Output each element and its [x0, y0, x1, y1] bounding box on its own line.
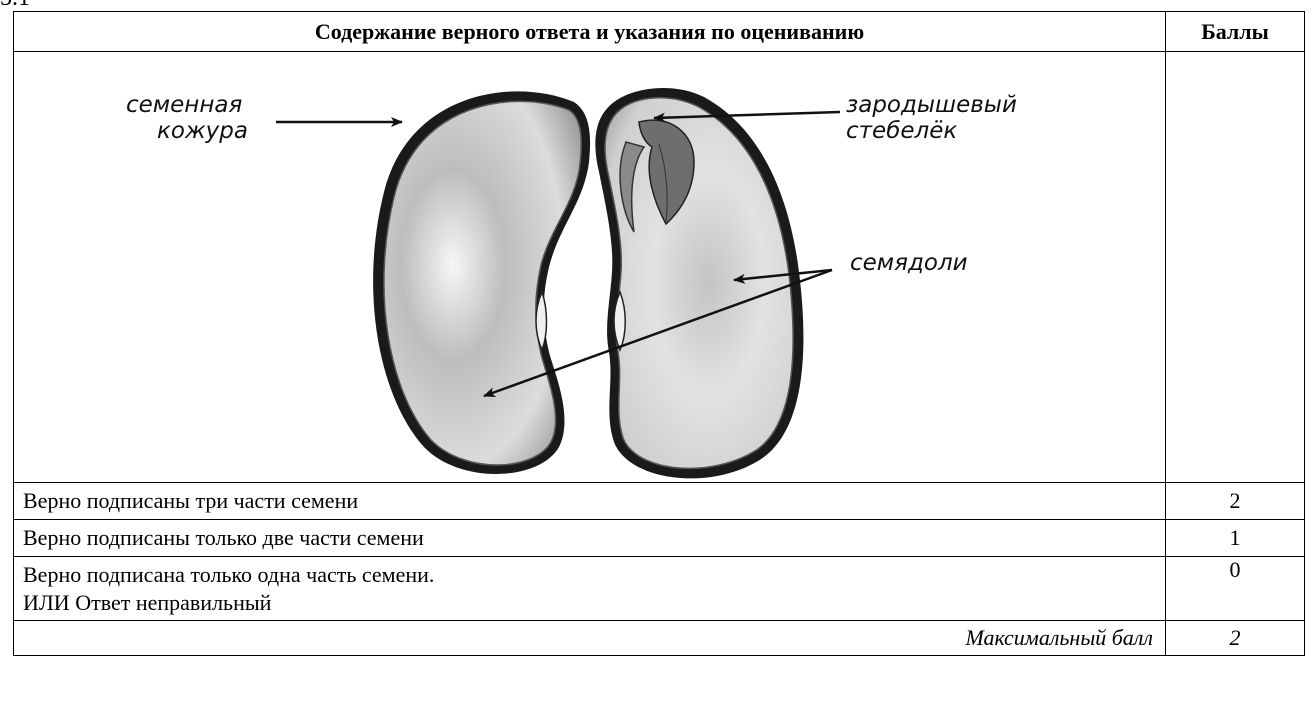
label-seed-coat-line1: семенная — [126, 92, 242, 118]
criterion-score: 2 — [1166, 483, 1305, 520]
points-column-header: Баллы — [1166, 12, 1305, 52]
left-seed-half — [373, 91, 590, 474]
criterion-text: Верно подписаны три части семени — [14, 483, 1166, 520]
criterion-text-line: Верно подписана только одна часть семени… — [23, 561, 1156, 589]
criterion-score: 1 — [1166, 520, 1305, 557]
label-embryo-stem-line1: зародышевый — [846, 92, 1017, 118]
bean-seed-diagram: семенная кожура зародышевый стебелёк сем… — [14, 52, 1166, 482]
content-column-header: Содержание верного ответа и указания по … — [14, 12, 1166, 52]
table-header-row: Содержание верного ответа и указания по … — [14, 12, 1305, 52]
right-seed-half — [595, 88, 803, 478]
table-row: Верно подписаны только две части семени … — [14, 520, 1305, 557]
criterion-text-line: ИЛИ Ответ неправильный — [23, 589, 1156, 617]
figure-score-cell — [1166, 52, 1305, 483]
table-row: Верно подписаны три части семени 2 — [14, 483, 1305, 520]
grading-table: Содержание верного ответа и указания по … — [13, 11, 1305, 656]
page-fragment-number: 5.1 — [0, 0, 30, 10]
seed-figure-cell: семенная кожура зародышевый стебелёк сем… — [14, 52, 1166, 483]
criterion-text: Верно подписана только одна часть семени… — [14, 557, 1166, 621]
max-score-value: 2 — [1166, 621, 1305, 656]
label-embryo-stem-line2: стебелёк — [846, 118, 957, 144]
max-score-row: Максимальный балл 2 — [14, 621, 1305, 656]
table-row: Верно подписана только одна часть семени… — [14, 557, 1305, 621]
criterion-text: Верно подписаны только две части семени — [14, 520, 1166, 557]
criterion-score: 0 — [1166, 557, 1305, 621]
figure-row: семенная кожура зародышевый стебелёк сем… — [14, 52, 1305, 483]
label-seed-coat-line2: кожура — [157, 118, 248, 144]
max-score-label: Максимальный балл — [14, 621, 1166, 656]
label-cotyledons: семядоли — [850, 250, 968, 276]
